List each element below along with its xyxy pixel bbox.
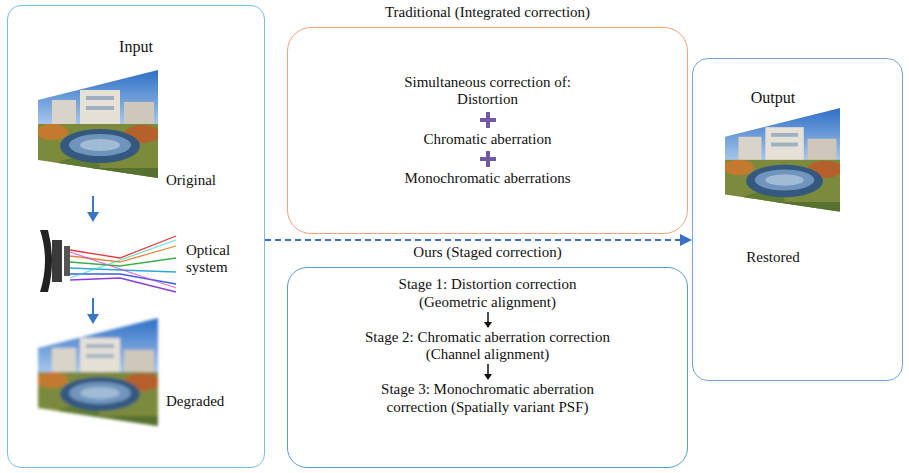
aberration-item: Monochromatic aberrations (404, 170, 570, 187)
plus-sign (479, 111, 497, 129)
panel-title: Output (718, 89, 828, 107)
original-image (36, 70, 160, 184)
traditional-box: Traditional (Integrated correction) Simul… (287, 4, 688, 234)
label-holder: Original (166, 172, 256, 189)
image-label: Optical system (186, 242, 258, 277)
input-panel: Input (7, 5, 265, 468)
plus-sign (479, 150, 497, 168)
box-border: Simultaneous correction of: DistortionCh… (287, 27, 688, 234)
label-holder: Optical system (186, 242, 258, 277)
aberration-item: Simultaneous correction of: Distortion (383, 74, 593, 109)
restored-image (723, 108, 842, 217)
label-holder: Degraded (166, 393, 256, 410)
panel-title: Input (8, 38, 264, 56)
output-panel: OutputRestored (692, 58, 903, 381)
stage-text: Stage 1: Distortion correction (Geometri… (373, 276, 603, 311)
aberration-item: Chromatic aberration (424, 131, 552, 148)
box-heading: Traditional (Integrated correction) (287, 4, 688, 21)
ours-box: Ours (Staged correction) Stage 1: Distort… (287, 244, 688, 468)
stage-text: Stage 2: Chromatic aberration correction… (348, 329, 628, 364)
stage-text: Stage 3: Monochromatic aberration correc… (363, 381, 613, 416)
image-label: Degraded (166, 393, 256, 410)
down-arrow (482, 364, 494, 380)
image-caption: Restored (718, 249, 828, 266)
box-heading: Ours (Staged correction) (287, 244, 688, 261)
down-arrow (482, 312, 494, 328)
degraded-image (36, 318, 160, 432)
image-label: Original (166, 172, 256, 189)
box-border: Stage 1: Distortion correction (Geometri… (287, 267, 688, 468)
lens-system (40, 230, 176, 292)
